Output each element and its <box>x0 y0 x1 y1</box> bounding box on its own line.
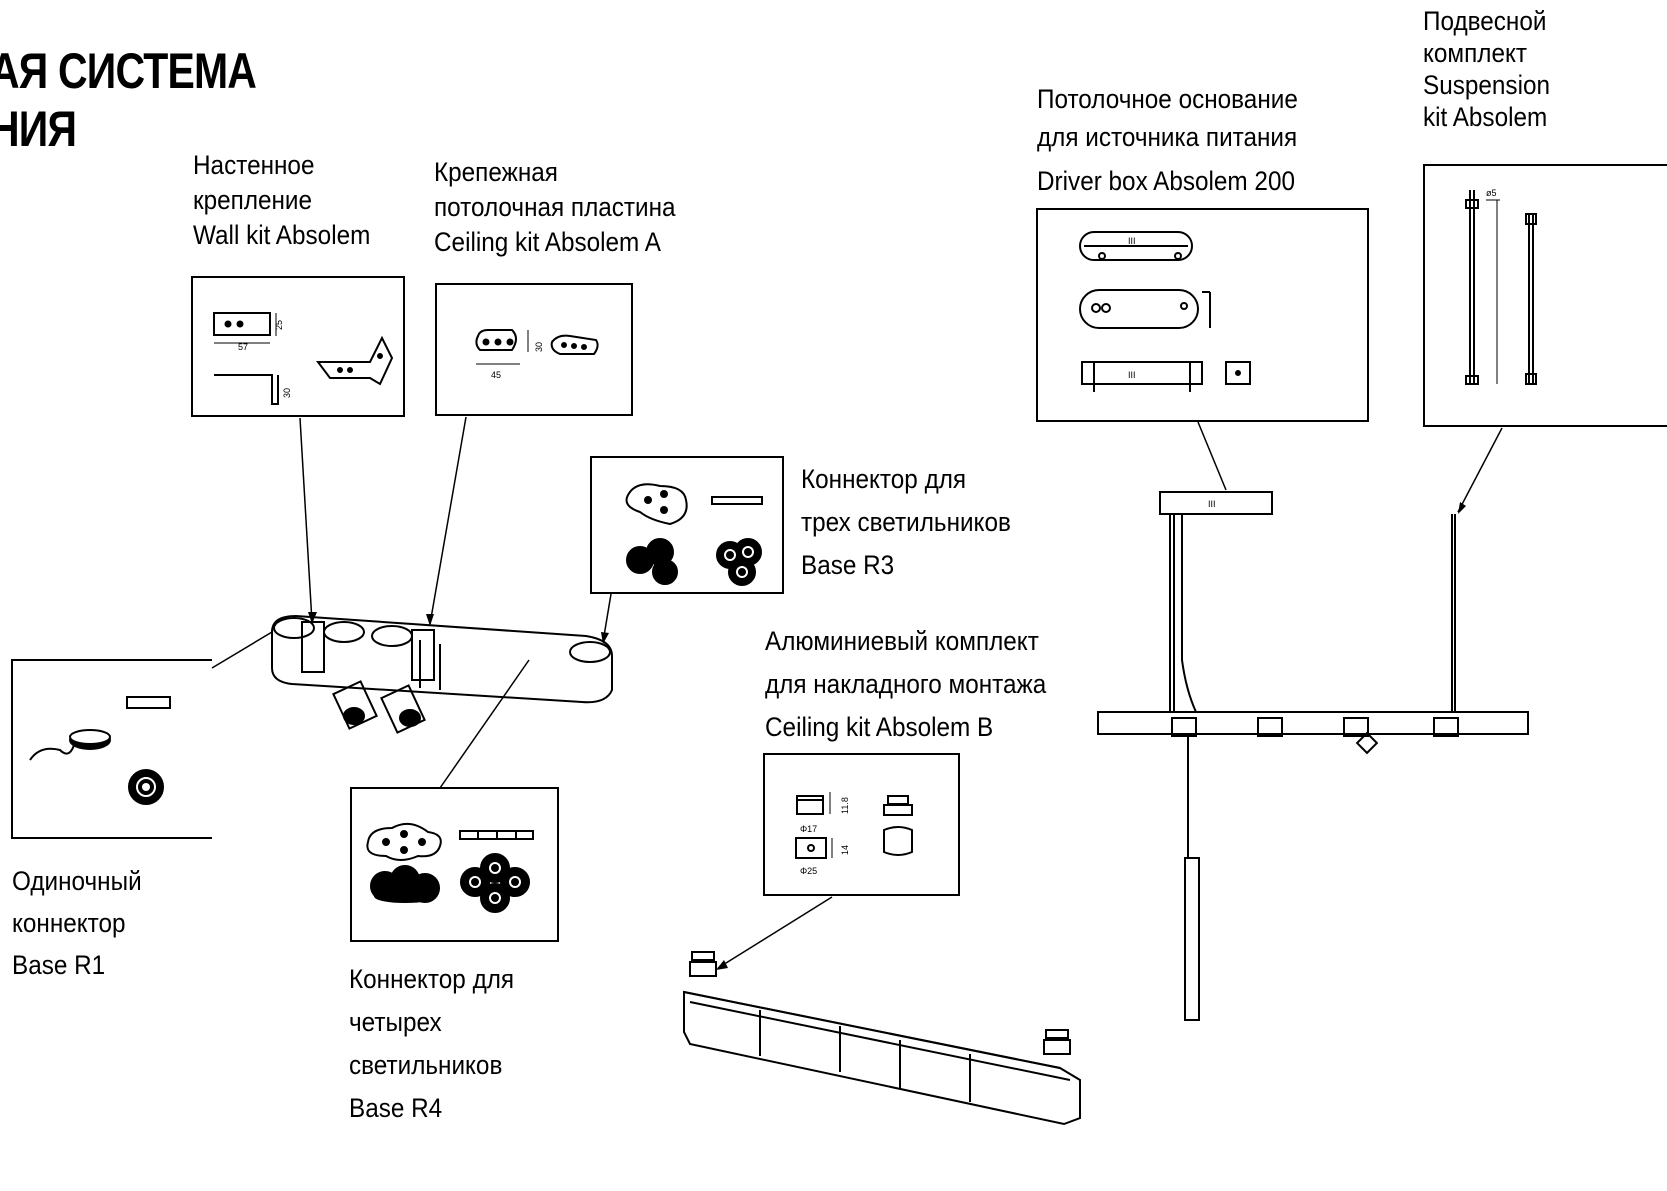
svg-text:III: III <box>1208 499 1216 509</box>
ceiling-b-d2-dim: Φ25 <box>800 866 817 876</box>
leader-lines <box>211 416 1503 969</box>
ceiling-a-width-dim: 45 <box>491 370 501 380</box>
base-r4-detail-box <box>350 787 559 942</box>
suspended-rail-assembly: III <box>1097 491 1529 1021</box>
suspension-kit-detail-box: ø5 <box>1423 164 1667 427</box>
suspension-d-dim: ø5 <box>1486 188 1497 198</box>
ceiling-kit-b-detail-box: 11.8 Φ17 14 Φ25 <box>763 753 960 896</box>
wall-kit-detail-box: 57 25 30 <box>191 276 405 417</box>
title-line-2: НИЯ <box>0 101 77 157</box>
svg-text:III: III <box>1128 370 1136 380</box>
ceiling-kit-a-detail-box: 45 30 <box>435 283 633 416</box>
title-line-1: АЯ СИСТЕМА <box>0 43 257 99</box>
base-r3-detail-box <box>590 456 784 594</box>
ceiling-b-h1-dim: 11.8 <box>840 797 850 814</box>
base-r4-label: Коннектор для четырех светильников Base … <box>349 964 515 1123</box>
wall-height-dim: 25 <box>274 320 284 330</box>
connector-assembly <box>271 614 613 734</box>
ceiling-kit-b-label: Алюминиевый комплект для накладного монт… <box>765 626 1047 742</box>
wall-width-dim: 57 <box>238 342 248 352</box>
driver-box-detail-box: III III <box>1036 208 1369 422</box>
driver-box-label: Потолочное основание для источника питан… <box>1037 84 1298 196</box>
base-r1-label: Одиночный коннектор Base R1 <box>12 866 142 980</box>
svg-text:III: III <box>1128 236 1136 246</box>
ceiling-a-height-dim: 30 <box>534 342 544 352</box>
base-r3-label: Коннектор для трех светильников Base R3 <box>801 464 1011 580</box>
surface-rail-assembly <box>683 951 1081 1126</box>
arrow-heads <box>308 502 1466 970</box>
ceiling-b-h2-dim: 14 <box>840 845 850 855</box>
base-r1-detail-box <box>11 659 212 839</box>
page-title: АЯ СИСТЕМА НИЯ <box>0 42 257 158</box>
suspension-kit-label: Подвесной комплект Suspension kit Absole… <box>1423 6 1550 132</box>
ceiling-kit-a-label: Крепежная потолочная пластина Ceiling ki… <box>434 157 676 257</box>
ceiling-b-d1-dim: Φ17 <box>800 824 817 834</box>
wall-depth-dim: 30 <box>282 388 292 398</box>
wall-kit-label: Настенное крепление Wall kit Absolem <box>193 150 371 250</box>
